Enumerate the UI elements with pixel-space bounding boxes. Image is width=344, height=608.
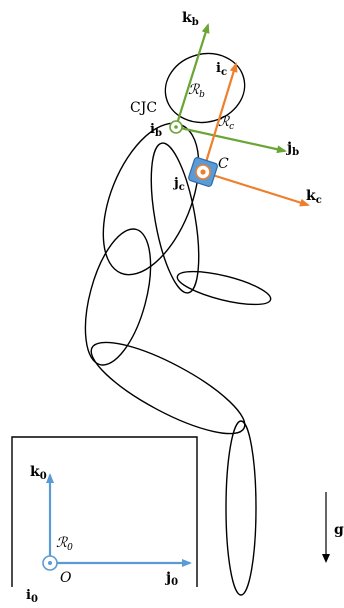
ic-axis	[201, 62, 238, 173]
ib-dot-icon	[174, 125, 178, 129]
forearm-ellipse	[176, 270, 272, 306]
label-k0: k0	[30, 464, 47, 482]
seat-box	[11, 436, 198, 587]
label-Rc: ℛc	[218, 114, 234, 132]
label-C: C	[218, 156, 229, 172]
thigh-ellipse	[90, 341, 246, 435]
label-kb: kb	[182, 10, 199, 28]
label-cjc: CJC	[130, 100, 157, 116]
label-Rb: ℛb	[188, 82, 205, 100]
shank-ellipse	[225, 420, 257, 596]
label-ib: ib	[150, 122, 162, 139]
label-kc: kc	[306, 188, 322, 206]
label-g: g	[334, 522, 344, 538]
label-O: O	[60, 570, 72, 586]
pelvis-ellipse	[84, 228, 152, 366]
label-jc: jc	[173, 176, 185, 193]
label-i0: i0	[26, 588, 38, 605]
i0-dot-icon	[48, 561, 52, 565]
head-ellipse	[164, 52, 246, 124]
label-jb: jb	[285, 140, 299, 158]
upper-arm-ellipse	[150, 142, 200, 294]
label-j0: j0	[164, 570, 178, 588]
kb-axis	[174, 23, 210, 128]
label-ic: ic	[216, 61, 227, 78]
label-R0: ℛ0	[56, 535, 73, 553]
jb-axis	[175, 125, 287, 154]
kc-axis	[202, 170, 310, 207]
jc-dot-icon	[200, 169, 206, 175]
